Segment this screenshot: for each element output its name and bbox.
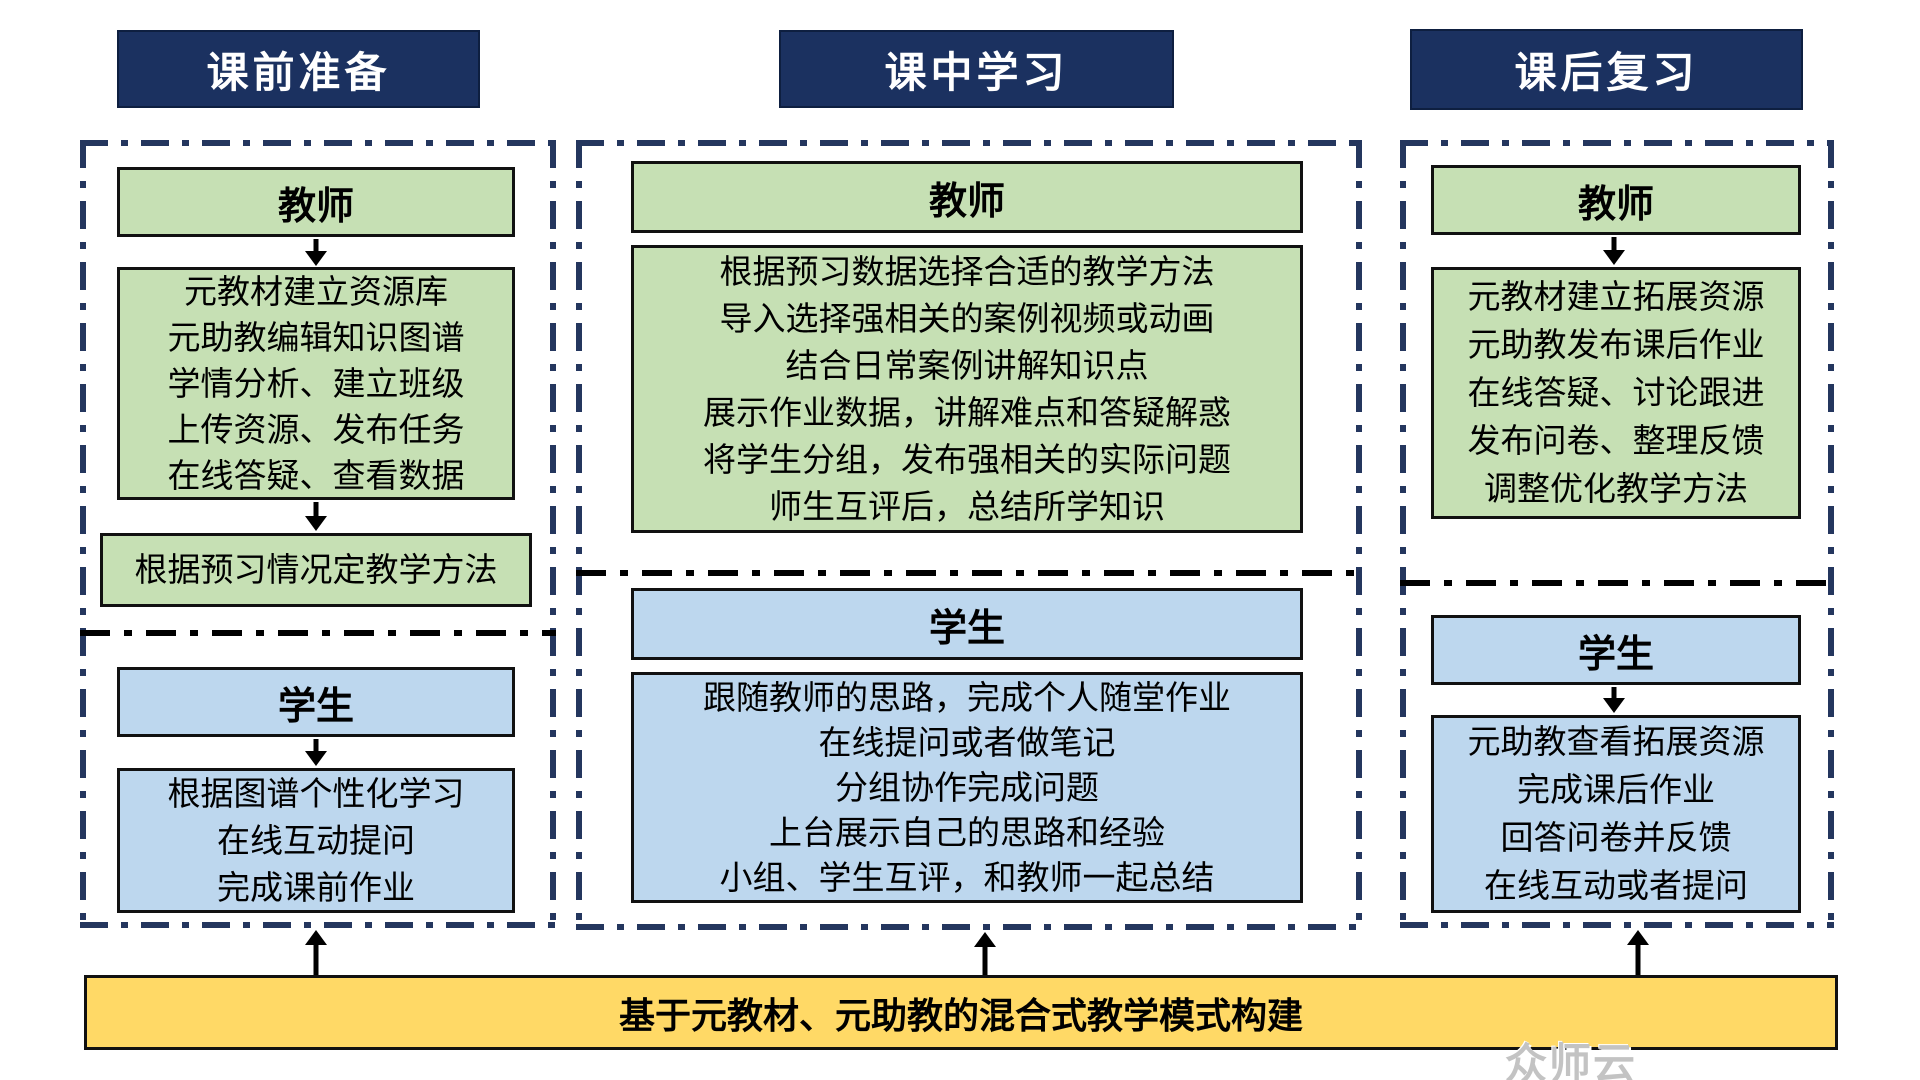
after-class-student-tasks: 元助教查看拓展资源 完成课后作业 回答问卷并反馈 在线互动或者提问 [1431,715,1801,913]
container-border [550,140,556,928]
container-border [80,140,86,928]
in-class-role-separator [576,570,1362,576]
pre-class-student-header: 学生 [117,667,515,737]
container-border [1400,922,1834,928]
in-class-container [576,140,1362,930]
container-border [1356,140,1362,930]
arrow-down-icon [1602,237,1626,265]
container-border [80,140,556,146]
after-class-teacher-tasks: 元教材建立拓展资源 元助教发布课后作业 在线答疑、讨论跟进 发布问卷、整理反馈 … [1431,267,1801,519]
after-class-student-header: 学生 [1431,615,1801,685]
container-border [1400,140,1834,146]
after-class-teacher-header: 教师 [1431,165,1801,235]
after-class-container [1400,140,1834,928]
container-border [1400,140,1406,928]
watermark-text: 众师云 @694403985 [1505,1039,1638,1080]
pre-class-container [80,140,556,928]
in-class-teacher-header: 教师 [631,161,1303,233]
container-border [576,140,582,930]
in-class-student-header: 学生 [631,588,1303,660]
phase-title-in-class: 课中学习 [779,30,1174,108]
foundation-bar: 基于元教材、元助教的混合式教学模式构建 [84,975,1838,1050]
arrow-down-icon [304,239,328,266]
arrow-up-icon [304,930,328,975]
pre-class-teacher-header: 教师 [117,167,515,237]
container-border [80,922,556,928]
pre-class-teacher-tasks: 元教材建立资源库 元助教编辑知识图谱 学情分析、建立班级 上传资源、发布任务 在… [117,267,515,500]
arrow-up-icon [973,932,997,975]
arrow-down-icon [304,739,328,766]
arrow-up-icon [1626,930,1650,975]
phase-title-after-class: 课后复习 [1410,29,1803,110]
pre-class-role-separator [80,630,556,636]
phase-title-pre-class: 课前准备 [117,30,480,108]
arrow-down-icon [1602,687,1626,713]
container-border [576,924,1362,930]
in-class-student-tasks: 跟随教师的思路，完成个人随堂作业 在线提问或者做笔记 分组协作完成问题 上台展示… [631,672,1303,903]
pre-class-teacher-method-box: 根据预习情况定教学方法 [100,533,532,607]
in-class-teacher-tasks: 根据预习数据选择合适的教学方法 导入选择强相关的案例视频或动画 结合日常案例讲解… [631,245,1303,533]
pre-class-student-tasks: 根据图谱个性化学习 在线互动提问 完成课前作业 [117,768,515,913]
container-border [576,140,1362,146]
arrow-down-icon [304,502,328,531]
container-border [1828,140,1834,928]
after-class-role-separator [1400,580,1834,586]
